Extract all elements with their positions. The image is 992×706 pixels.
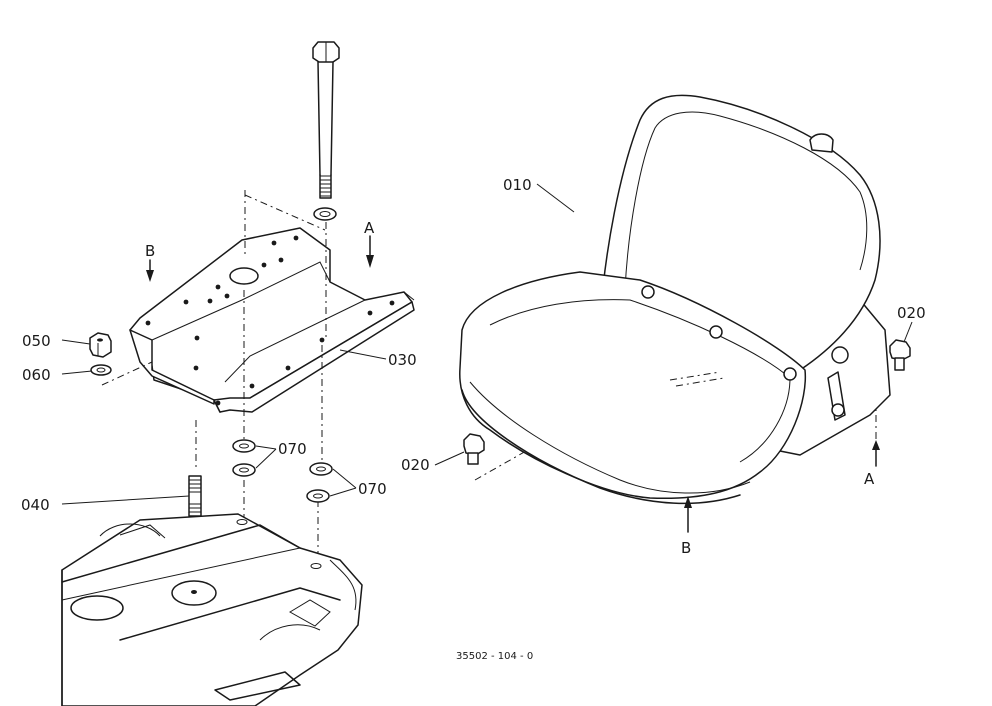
label-030: 030 xyxy=(388,351,417,369)
label-060: 060 xyxy=(22,366,51,384)
nut-and-washer xyxy=(89,332,112,376)
bolts-020 xyxy=(463,339,911,465)
ref-a-seat: A xyxy=(864,470,875,488)
label-040: 040 xyxy=(21,496,50,514)
ref-b-bracket: B xyxy=(145,242,155,260)
tractor-base xyxy=(61,513,363,706)
label-020-right: 020 xyxy=(897,304,926,322)
label-020-left: 020 xyxy=(401,456,430,474)
drawing-number: 35502 - 104 - 0 xyxy=(456,651,533,662)
label-050: 050 xyxy=(22,332,51,350)
washers xyxy=(232,439,333,503)
label-070-upper: 070 xyxy=(278,440,307,458)
seat xyxy=(459,94,891,505)
leader-lines xyxy=(61,183,913,505)
long-bolt xyxy=(312,41,340,221)
label-070-lower: 070 xyxy=(358,480,387,498)
mounting-bracket xyxy=(129,227,415,413)
ref-b-seat: B xyxy=(681,539,691,557)
stud-bolt xyxy=(188,475,202,517)
label-010: 010 xyxy=(503,176,532,194)
ref-a-bracket: A xyxy=(364,219,375,237)
reference-arrows xyxy=(146,235,880,533)
